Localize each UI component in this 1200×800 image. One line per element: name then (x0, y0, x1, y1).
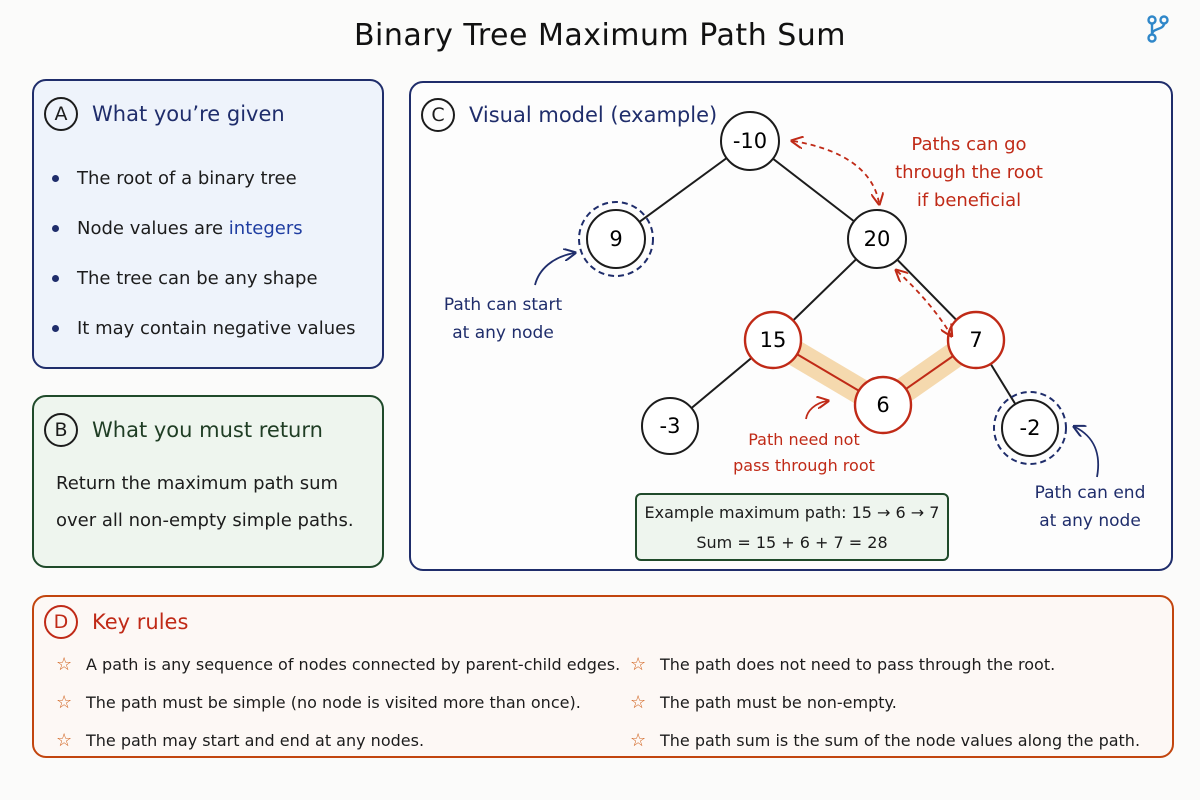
panel-badge: C (421, 98, 455, 132)
given-list: The root of a binary tree Node values ar… (52, 153, 356, 353)
star-icon: ☆ (56, 729, 73, 751)
list-item: The root of a binary tree (52, 153, 356, 203)
arrow-right-edge (897, 271, 951, 335)
rule-item: ☆ The path sum is the sum of the node val… (630, 721, 1140, 759)
example-line2: Sum = 15 + 6 + 7 = 28 (696, 533, 888, 552)
node-label: -2 (1020, 416, 1041, 440)
tree-node[interactable]: -2 (993, 391, 1067, 465)
panel-heading: Visual model (example) (469, 103, 718, 127)
bullet-dot (52, 324, 59, 332)
list-item-text: The root of a binary tree (77, 167, 297, 189)
node-label: 6 (876, 393, 889, 417)
panel-badge: B (44, 413, 78, 447)
rule-text: The path may start and end at any nodes. (86, 730, 425, 750)
panel-badge: A (44, 97, 78, 131)
rule-text: The path must be non-empty. (660, 692, 897, 712)
node-label: 7 (969, 328, 982, 352)
rule-item: ☆ The path must be non-empty. (630, 683, 1140, 721)
star-icon: ☆ (630, 729, 647, 751)
node-label: -3 (660, 414, 681, 438)
note-root: Paths can go through the root if benefic… (895, 134, 1043, 211)
bullet-dot (52, 174, 59, 182)
rule-text: A path is any sequence of nodes connecte… (86, 654, 621, 674)
rule-item: ☆ A path is any sequence of nodes connect… (56, 645, 620, 683)
rule-item: ☆ The path may start and end at any nodes… (56, 721, 620, 759)
note-not-root: Path need not pass through root (733, 430, 875, 475)
star-icon: ☆ (56, 653, 73, 675)
rule-text: The path sum is the sum of the node valu… (660, 730, 1141, 750)
bullet-dot (52, 274, 59, 282)
list-item: The tree can be any shape (52, 253, 356, 303)
rule-text: The path must be simple (no node is visi… (86, 692, 581, 712)
example-line1: Example maximum path: 15 → 6 → 7 (644, 503, 940, 522)
list-item: Node values are integers (52, 203, 356, 253)
list-item-text: Node values are (77, 217, 229, 239)
panel-header: A What you’re given (44, 97, 285, 131)
tree-node[interactable]: 9 (578, 201, 654, 277)
panel-badge: D (44, 605, 78, 639)
rule-item: ☆ The path must be simple (no node is vis… (56, 683, 620, 721)
panel-header: C Visual model (example) (421, 98, 717, 132)
note-start: Path can start at any node (443, 295, 563, 343)
rule-item: ☆ The path does not need to pass through … (630, 645, 1140, 683)
tree-node[interactable]: -3 (641, 397, 699, 455)
tree-node[interactable]: -10 (720, 111, 780, 171)
node-label: -10 (733, 129, 767, 153)
list-item-text: It may contain negative values (77, 317, 356, 339)
arrow-root (793, 141, 879, 203)
arrow-not-root (805, 401, 827, 420)
rule-text: The path does not need to pass through t… (660, 654, 1056, 674)
list-item-highlight: integers (228, 217, 303, 239)
node-label: 15 (760, 328, 787, 352)
star-icon: ☆ (630, 653, 647, 675)
tree-node[interactable]: 15 (743, 310, 803, 370)
tree-node[interactable]: 6 (853, 375, 913, 435)
arrow-start (534, 253, 574, 286)
tree-diagram: -10 9 20 15 7 6 (534, 111, 1099, 478)
star-icon: ☆ (630, 691, 647, 713)
tree-node[interactable]: 20 (847, 209, 907, 269)
branch-icon[interactable] (1144, 14, 1172, 44)
panel-given: A What you’re given The root of a binary… (32, 79, 384, 369)
example-callout: Example maximum path: 15 → 6 → 7 Sum = 1… (635, 493, 949, 561)
panel-visual-model: C Visual model (example) (409, 81, 1173, 571)
return-description: Return the maximum path sum over all non… (56, 473, 354, 531)
node-label: 20 (864, 227, 891, 251)
panel-heading: What you’re given (92, 102, 285, 126)
panel-heading: Key rules (92, 610, 189, 634)
panel-header: D Key rules (44, 605, 188, 639)
arrow-end (1075, 427, 1099, 478)
tree-node[interactable]: 7 (946, 310, 1006, 370)
rules-right: ☆ The path does not need to pass through … (630, 645, 1140, 759)
list-item: It may contain negative values (52, 303, 356, 353)
node-label: 9 (609, 227, 622, 251)
panel-return: B What you must return Return the maximu… (32, 395, 384, 568)
bullet-dot (52, 224, 59, 232)
panel-heading: What you must return (92, 418, 323, 442)
page-title: Binary Tree Maximum Path Sum (353, 18, 847, 53)
rules-left: ☆ A path is any sequence of nodes connect… (56, 645, 620, 759)
star-icon: ☆ (56, 691, 73, 713)
note-end: Path can end at any node (1034, 483, 1146, 531)
list-item-text: The tree can be any shape (77, 267, 318, 289)
panel-key-rules: D Key rules ☆ A path is any sequence of n… (32, 595, 1174, 758)
panel-header: B What you must return (44, 413, 323, 447)
